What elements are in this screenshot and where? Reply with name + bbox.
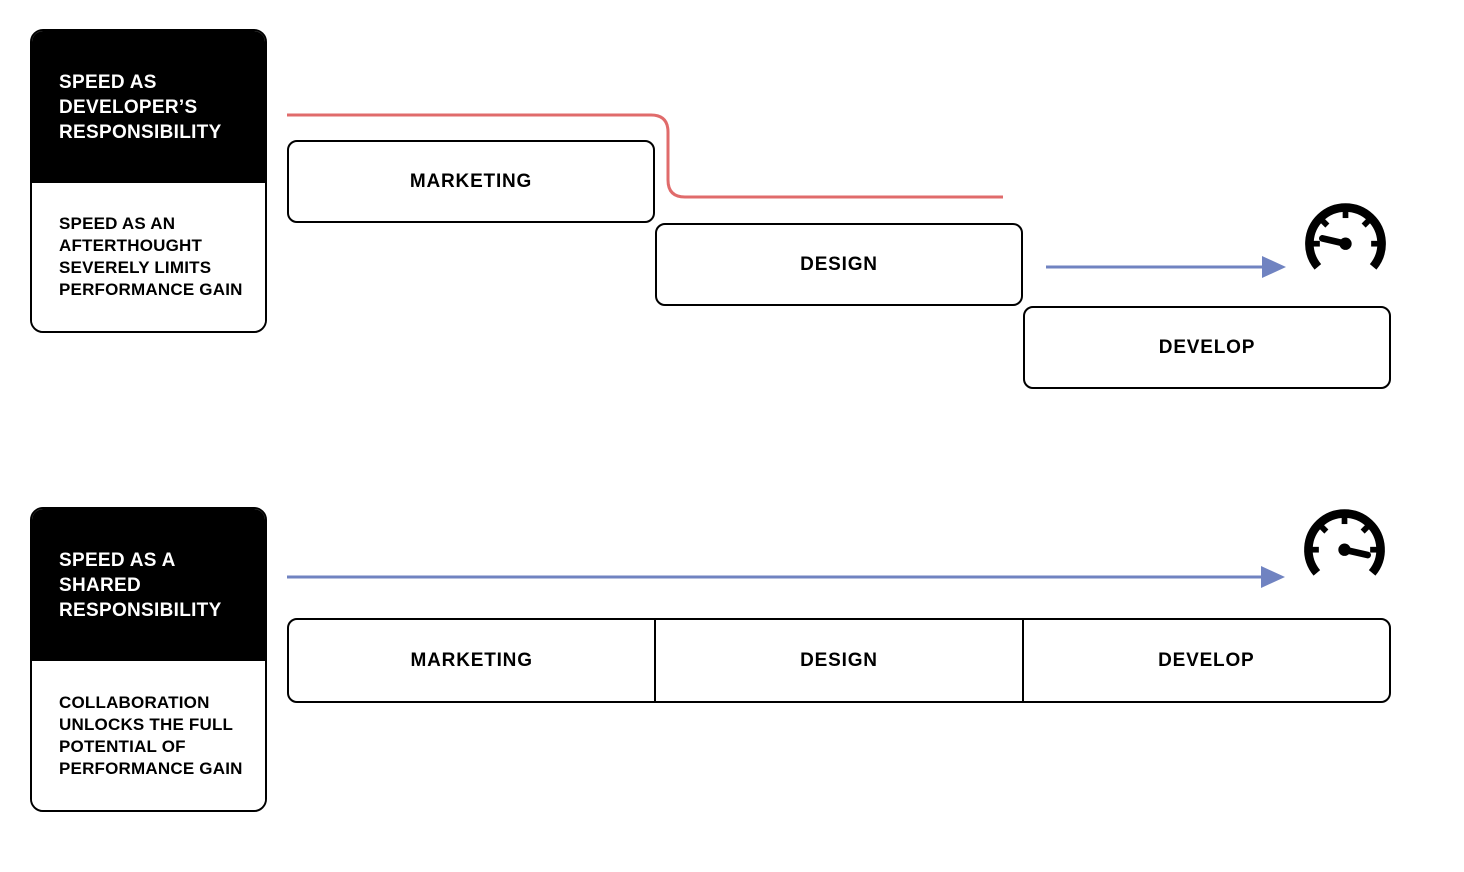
step-label: MARKETING xyxy=(410,649,533,671)
step-box-design-1: DESIGN xyxy=(655,223,1023,306)
step-label: DESIGN xyxy=(800,253,878,275)
scenario-2-subtitle: COLLABORATION UNLOCKS THE FULL POTENTIAL… xyxy=(59,692,243,778)
scenario-2-card: SPEED AS A SHARED RESPONSIBILITY COLLABO… xyxy=(30,507,267,812)
scenario-1-card-header: SPEED AS DEVELOPER’S RESPONSIBILITY xyxy=(32,31,265,183)
step-label: DESIGN xyxy=(800,649,878,671)
step-label: DEVELOP xyxy=(1158,649,1255,671)
scenario-1-card: SPEED AS DEVELOPER’S RESPONSIBILITY SPEE… xyxy=(30,29,267,333)
handoff-step-line xyxy=(287,113,1003,199)
speedometer-fast-icon xyxy=(1304,509,1385,576)
scenario-2-card-body: COLLABORATION UNLOCKS THE FULL POTENTIAL… xyxy=(32,661,265,810)
step-label: DEVELOP xyxy=(1158,336,1256,358)
shared-cell-develop: DEVELOP xyxy=(1021,620,1389,701)
scenario-2-card-header: SPEED AS A SHARED RESPONSIBILITY xyxy=(32,509,265,661)
step-box-develop-1: DEVELOP xyxy=(1023,306,1391,389)
scenario-1-card-body: SPEED AS AN AFTERTHOUGHT SEVERELY LIMITS… xyxy=(32,183,265,331)
timeline-arrow-short xyxy=(1046,256,1286,278)
scenario-1-title: SPEED AS DEVELOPER’S RESPONSIBILITY xyxy=(59,71,222,143)
step-box-marketing-1: MARKETING xyxy=(287,140,655,223)
shared-cell-design: DESIGN xyxy=(654,620,1021,701)
shared-cell-marketing: MARKETING xyxy=(289,620,654,701)
shared-phase-bar: MARKETING DESIGN DEVELOP xyxy=(287,618,1391,703)
step-label: MARKETING xyxy=(409,170,533,192)
timeline-arrow-long xyxy=(287,566,1285,588)
scenario-2-title: SPEED AS A SHARED RESPONSIBILITY xyxy=(59,549,222,621)
scenario-1-subtitle: SPEED AS AN AFTERTHOUGHT SEVERELY LIMITS… xyxy=(59,214,243,299)
speedometer-slow-icon xyxy=(1305,203,1386,270)
